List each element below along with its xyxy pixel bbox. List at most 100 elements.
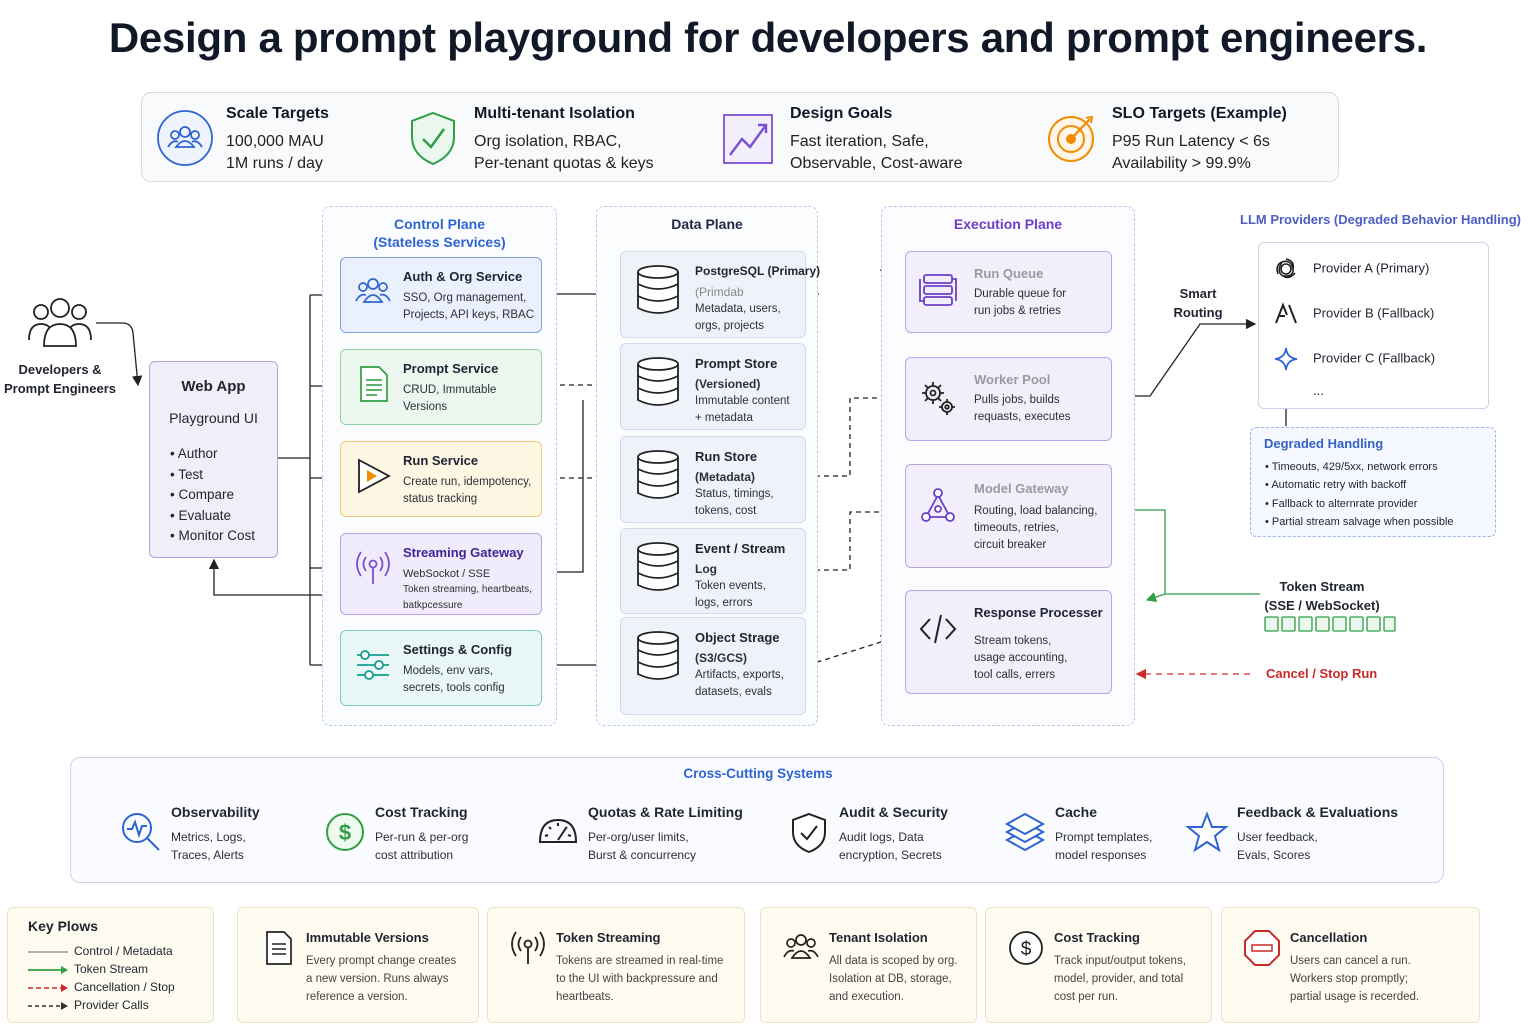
feature-item: Evaluate bbox=[170, 506, 255, 527]
label-line: Routing bbox=[1173, 305, 1223, 320]
data-store[interactable]: Prompt Store(Versioned)Immutable content… bbox=[620, 343, 806, 430]
red-dashed-arrow-icon bbox=[28, 983, 68, 992]
response-processor[interactable]: Response Processer Stream tokens, usage a… bbox=[905, 590, 1112, 694]
model-gateway[interactable]: Model Gateway Routing, load balancing,ti… bbox=[905, 464, 1112, 568]
auth-org-service[interactable]: Auth & Org Service SSO, Org management,P… bbox=[340, 257, 542, 333]
card-line: Observable, Cost-aware bbox=[790, 155, 963, 172]
component-title: Response Processer bbox=[974, 605, 1103, 620]
card-line: 1M runs / day bbox=[226, 155, 323, 172]
cross-item-desc: User feedback, bbox=[1237, 830, 1318, 844]
users-group-icon bbox=[28, 298, 92, 347]
card-title: Scale Targets bbox=[226, 105, 329, 122]
gears-icon bbox=[922, 382, 955, 415]
web-app-features: Author Test Compare Evaluate Monitor Cos… bbox=[170, 444, 255, 547]
stop-sign-icon bbox=[1244, 930, 1280, 966]
component-desc: usage accounting, bbox=[974, 652, 1068, 664]
service-desc: SSO, Org management, bbox=[403, 292, 527, 304]
data-store[interactable]: Run Store(Metadata)Status, timings,token… bbox=[620, 436, 806, 523]
cross-item-title: Feedback & Evaluations bbox=[1237, 804, 1399, 820]
web-app-box[interactable]: Web App Playground UI Author Test Compar… bbox=[149, 361, 278, 558]
run-service[interactable]: Run Service Create run, idempotency,stat… bbox=[340, 441, 542, 517]
cross-item-desc: encryption, Secrets bbox=[839, 848, 942, 862]
providers-box: Provider A (Primary) Provider B (Fallbac… bbox=[1258, 242, 1489, 409]
control-plane-title: Control Plane (Stateless Services) bbox=[323, 215, 556, 251]
feature-item: Test bbox=[170, 465, 255, 486]
note-desc: Every prompt change creates bbox=[306, 955, 457, 967]
service-desc: CRUD, Immutable bbox=[403, 384, 497, 396]
legend-label: Token Stream bbox=[74, 962, 149, 976]
document-icon bbox=[266, 931, 292, 965]
cross-item-desc: Per-org/user limits, bbox=[588, 830, 689, 844]
component-desc: run jobs & retries bbox=[974, 305, 1061, 317]
providers-title: LLM Providers (Degraded Behavior Handlin… bbox=[1240, 212, 1521, 227]
provider-label: Provider A (Primary) bbox=[1313, 260, 1430, 276]
degraded-item: Partial stream salvage when possible bbox=[1265, 513, 1454, 531]
cross-item-title: Observability bbox=[171, 804, 260, 820]
note-immutable-versions: Immutable Versions Every prompt change c… bbox=[237, 907, 479, 1023]
web-app-title: Web App bbox=[181, 378, 246, 395]
users-icon bbox=[783, 934, 819, 959]
component-desc: requasts, executes bbox=[974, 411, 1071, 423]
provider-label: Provider B (Fallback) bbox=[1313, 305, 1435, 321]
store-desc: Immutable content bbox=[695, 395, 790, 407]
component-desc: Stream tokens, bbox=[974, 635, 1052, 647]
feature-item: Monitor Cost bbox=[170, 526, 255, 547]
data-plane-title: Data Plane bbox=[671, 216, 743, 232]
store-title: Prompt Store bbox=[695, 356, 778, 371]
cross-item-title: Audit & Security bbox=[839, 804, 948, 820]
network-icon bbox=[921, 488, 955, 522]
data-store[interactable]: Object Strage(S3/GCS)Artifacts, exports,… bbox=[620, 617, 806, 715]
provider-more: ... bbox=[1313, 383, 1324, 398]
store-subtitle: (Metadata) bbox=[695, 470, 756, 484]
streaming-gateway[interactable]: Streaming Gateway WebSockot / SSE Token … bbox=[340, 533, 542, 615]
note-title: Tenant Isolation bbox=[829, 930, 928, 945]
queue-icon bbox=[919, 274, 957, 306]
note-desc: heartbeats. bbox=[556, 991, 614, 1003]
note-token-streaming: Token Streaming Tokens are streamed in r… bbox=[487, 907, 745, 1023]
note-cancellation: Cancellation Users can cancel a run.Work… bbox=[1221, 907, 1480, 1023]
document-icon bbox=[360, 366, 388, 402]
openai-knot-icon bbox=[1276, 258, 1296, 279]
store-subtitle: (Primdab bbox=[695, 285, 744, 299]
service-title: Settings & Config bbox=[403, 642, 513, 657]
label-line: (SSE / WebSocket) bbox=[1264, 598, 1380, 613]
provider-a[interactable]: Provider A (Primary) bbox=[1273, 256, 1429, 282]
database-icon bbox=[637, 265, 679, 314]
cross-item-desc: Evals, Scores bbox=[1237, 848, 1311, 862]
cross-item-desc: Burst & concurrency bbox=[588, 848, 697, 862]
cross-item-title: Cost Tracking bbox=[375, 804, 468, 820]
legend-label: Control / Metadata bbox=[74, 944, 173, 958]
note-desc: to the UI with backpressure and bbox=[556, 973, 718, 985]
card-line: Org isolation, RBAC, bbox=[474, 133, 622, 150]
page-title: Design a prompt playground for developer… bbox=[108, 14, 1428, 61]
gauge-icon bbox=[538, 818, 578, 843]
provider-label: Provider C (Fallback) bbox=[1313, 350, 1436, 366]
provider-b[interactable]: Provider B (Fallback) bbox=[1273, 301, 1434, 327]
settings-config-service[interactable]: Settings & Config Models, env vars,secre… bbox=[340, 630, 542, 706]
provider-c[interactable]: Provider C (Fallback) bbox=[1273, 346, 1435, 372]
note-desc: Workers stop promptly; bbox=[1290, 973, 1409, 985]
play-icon bbox=[358, 458, 391, 494]
plane-title-line: (Stateless Services) bbox=[373, 234, 506, 250]
layers-icon bbox=[1004, 812, 1046, 852]
cross-cutting-systems: Cross-Cutting Systems Observability Metr… bbox=[70, 757, 1444, 883]
broadcast-icon bbox=[356, 551, 390, 584]
note-desc: reference a version. bbox=[306, 991, 408, 1003]
note-desc: and execution. bbox=[829, 991, 904, 1003]
store-desc: Artifacts, exports, bbox=[695, 669, 784, 681]
star-icon bbox=[1185, 811, 1229, 853]
card-line: 100,000 MAU bbox=[226, 133, 324, 150]
store-title: Run Store bbox=[695, 449, 758, 464]
broadcast-icon bbox=[511, 931, 545, 964]
service-title: Run Service bbox=[403, 453, 479, 468]
service-desc: Versions bbox=[403, 401, 448, 413]
green-arrow-icon bbox=[28, 965, 68, 974]
database-icon bbox=[637, 450, 679, 499]
component-title: Worker Pool bbox=[974, 372, 1051, 387]
